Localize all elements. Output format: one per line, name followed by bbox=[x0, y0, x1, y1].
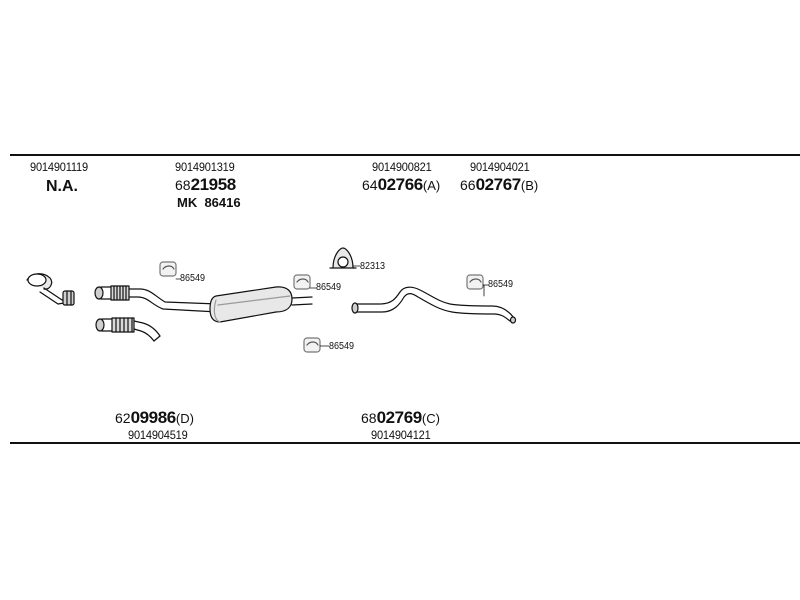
part-number-main: 02767 bbox=[475, 175, 522, 194]
oe-number-middle-silencer: 9014901319 bbox=[175, 160, 235, 174]
oe-number-rear-pipe-b: 9014904021 bbox=[470, 160, 530, 174]
mounting-kit-label[interactable]: MK 86416 bbox=[177, 195, 241, 210]
clamp-number-rear[interactable]: 86549 bbox=[488, 279, 514, 290]
clamp-icon-mid[interactable] bbox=[293, 274, 311, 290]
middle-silencer[interactable] bbox=[209, 286, 313, 323]
part-number-main: 02766 bbox=[377, 175, 424, 194]
part-prefix: 62 bbox=[115, 410, 131, 426]
part-not-available: N.A. bbox=[46, 178, 78, 195]
part-prefix: 64 bbox=[362, 177, 378, 193]
part-variant: (C) bbox=[421, 411, 440, 426]
clamp-number-front[interactable]: 86549 bbox=[180, 273, 206, 284]
rubber-mount[interactable] bbox=[329, 247, 357, 269]
part-variant: (B) bbox=[520, 178, 539, 193]
top-rule bbox=[10, 154, 800, 156]
part-prefix: 68 bbox=[361, 410, 377, 426]
part-number-main: 02769 bbox=[376, 408, 423, 427]
oe-number-front-pipe-d: 9014904519 bbox=[128, 428, 188, 442]
leader-lines bbox=[175, 265, 489, 347]
part-number-rear-pipe-a[interactable]: 6402766(A) bbox=[362, 176, 440, 194]
part-prefix: 68 bbox=[175, 177, 191, 193]
part-number-main: 21958 bbox=[190, 175, 237, 194]
clamp-icon-rear[interactable] bbox=[466, 274, 484, 290]
part-number-middle-silencer[interactable]: 6821958 bbox=[175, 176, 236, 194]
rear-pipe[interactable] bbox=[351, 286, 517, 324]
clamp-icon-front[interactable] bbox=[159, 261, 177, 277]
clamp-number-mid[interactable]: 86549 bbox=[316, 282, 342, 293]
part-number-main: 09986 bbox=[130, 408, 177, 427]
front-downpipe[interactable] bbox=[26, 273, 75, 306]
oe-number-rear-pipe-a: 9014900821 bbox=[372, 160, 432, 174]
part-number-rear-pipe-b[interactable]: 6602767(B) bbox=[460, 176, 538, 194]
front-pipe-alternate[interactable] bbox=[95, 317, 161, 342]
oe-number-rear-pipe-c: 9014904121 bbox=[371, 428, 431, 442]
clamp-number-lower[interactable]: 86549 bbox=[329, 341, 355, 352]
part-prefix: 66 bbox=[460, 177, 476, 193]
front-pipe[interactable] bbox=[94, 285, 219, 313]
part-variant: (D) bbox=[175, 411, 194, 426]
mount-number[interactable]: 82313 bbox=[360, 261, 386, 272]
bottom-rule bbox=[10, 442, 800, 444]
oe-number-front-pipe: 9014901119 bbox=[30, 160, 88, 174]
part-number-rear-pipe-c[interactable]: 6802769(C) bbox=[361, 409, 440, 427]
part-number-front-pipe-d[interactable]: 6209986(D) bbox=[115, 409, 194, 427]
clamp-icon-lower[interactable] bbox=[303, 337, 321, 353]
part-variant: (A) bbox=[422, 178, 441, 193]
